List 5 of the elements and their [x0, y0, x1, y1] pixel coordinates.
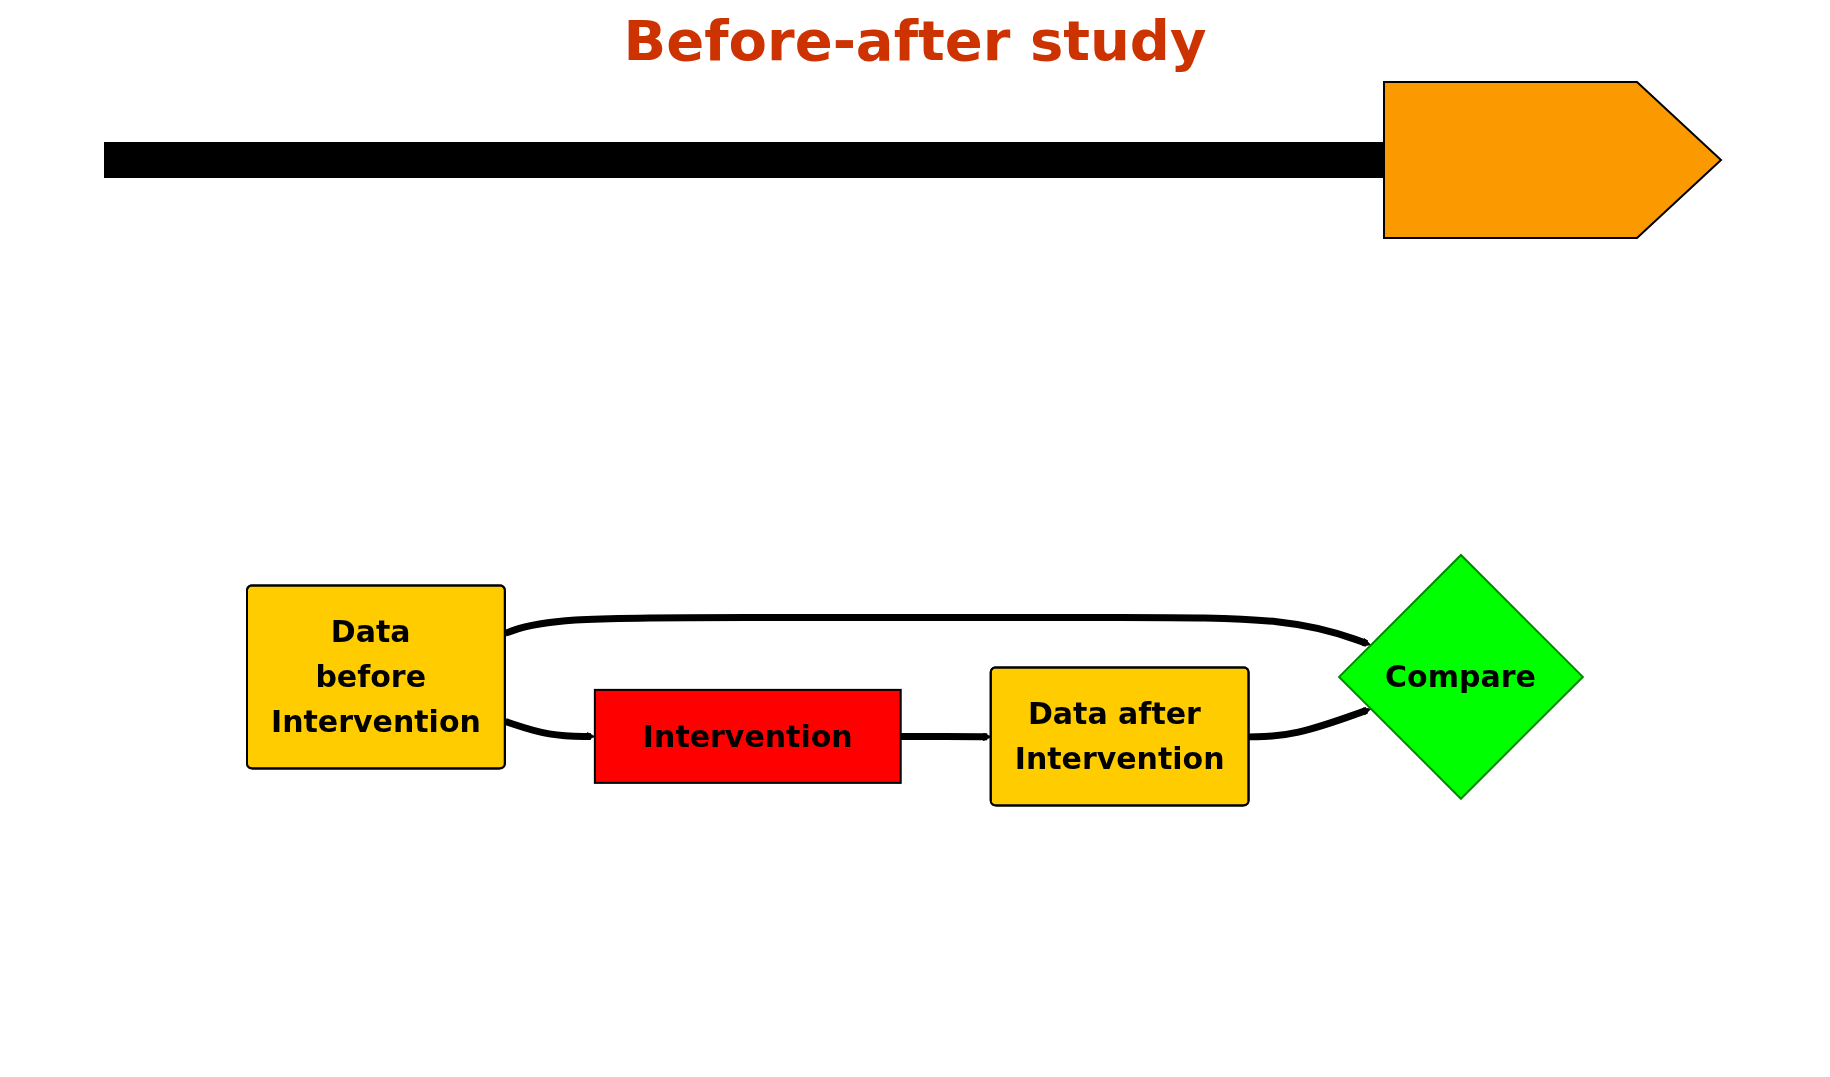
- node-box: Intervention: [593, 688, 902, 784]
- title: Before-after study: [622, 8, 1208, 73]
- arrow: [1249, 706, 1372, 741]
- arrow: [504, 613, 1372, 647]
- node-diamond: Compare: [1337, 553, 1585, 800]
